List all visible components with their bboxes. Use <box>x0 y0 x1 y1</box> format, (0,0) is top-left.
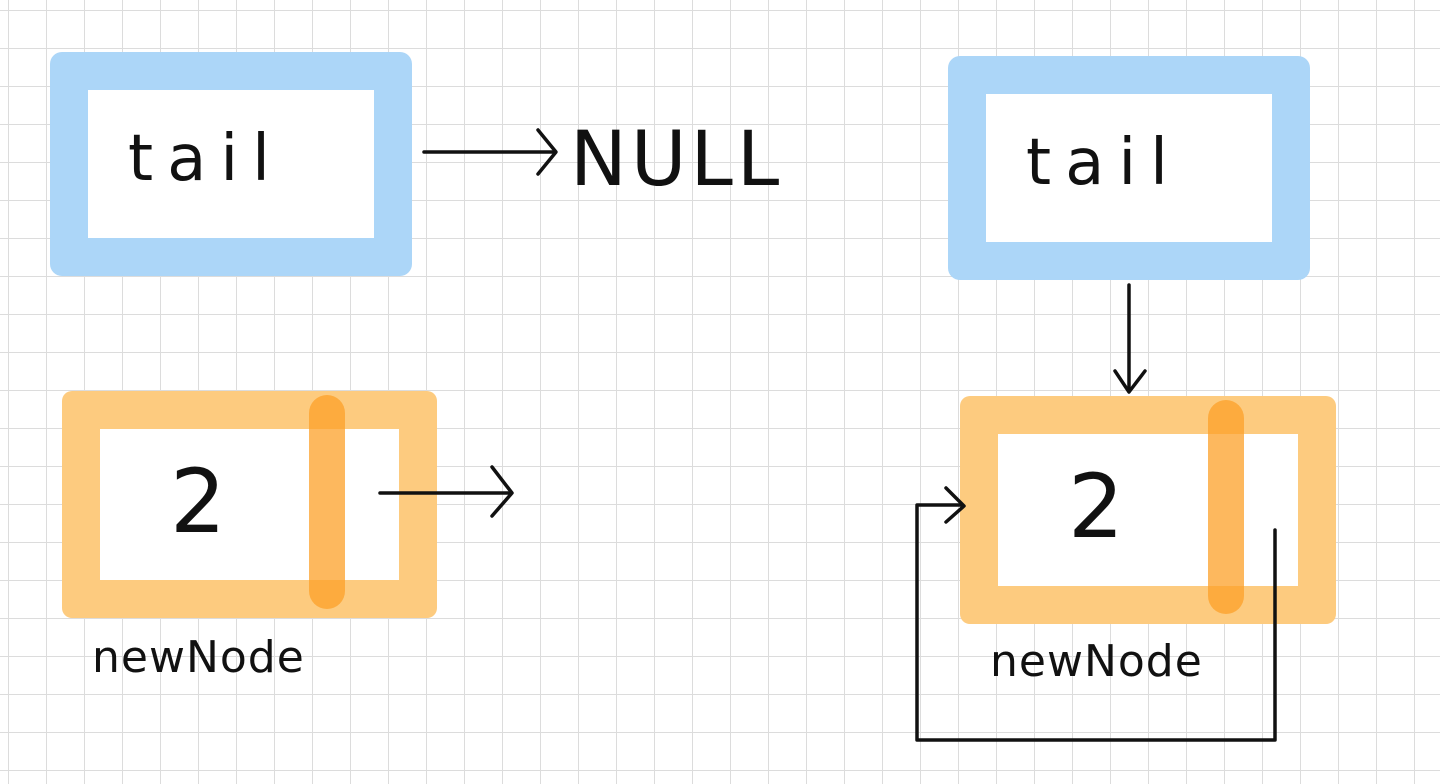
right-tail-to-node-arrow <box>1113 283 1147 394</box>
right-node-name: newNode <box>990 636 1203 687</box>
left-tail-label: tail <box>128 122 284 196</box>
left-node-box <box>62 391 437 618</box>
left-node-name: newNode <box>92 632 305 683</box>
left-tail-to-null-arrow <box>422 128 558 176</box>
left-tail-box <box>50 52 412 276</box>
right-node-next-field <box>1208 400 1244 614</box>
left-null-label: NULL <box>570 114 784 203</box>
right-tail-label: tail <box>1026 126 1182 200</box>
right-node-self-loop-arrow <box>915 486 1277 742</box>
left-node-next-field <box>309 395 345 609</box>
left-node-value: 2 <box>170 450 226 553</box>
right-node-value: 2 <box>1068 455 1124 558</box>
left-node-next-arrow <box>378 465 514 518</box>
right-tail-box <box>948 56 1310 280</box>
